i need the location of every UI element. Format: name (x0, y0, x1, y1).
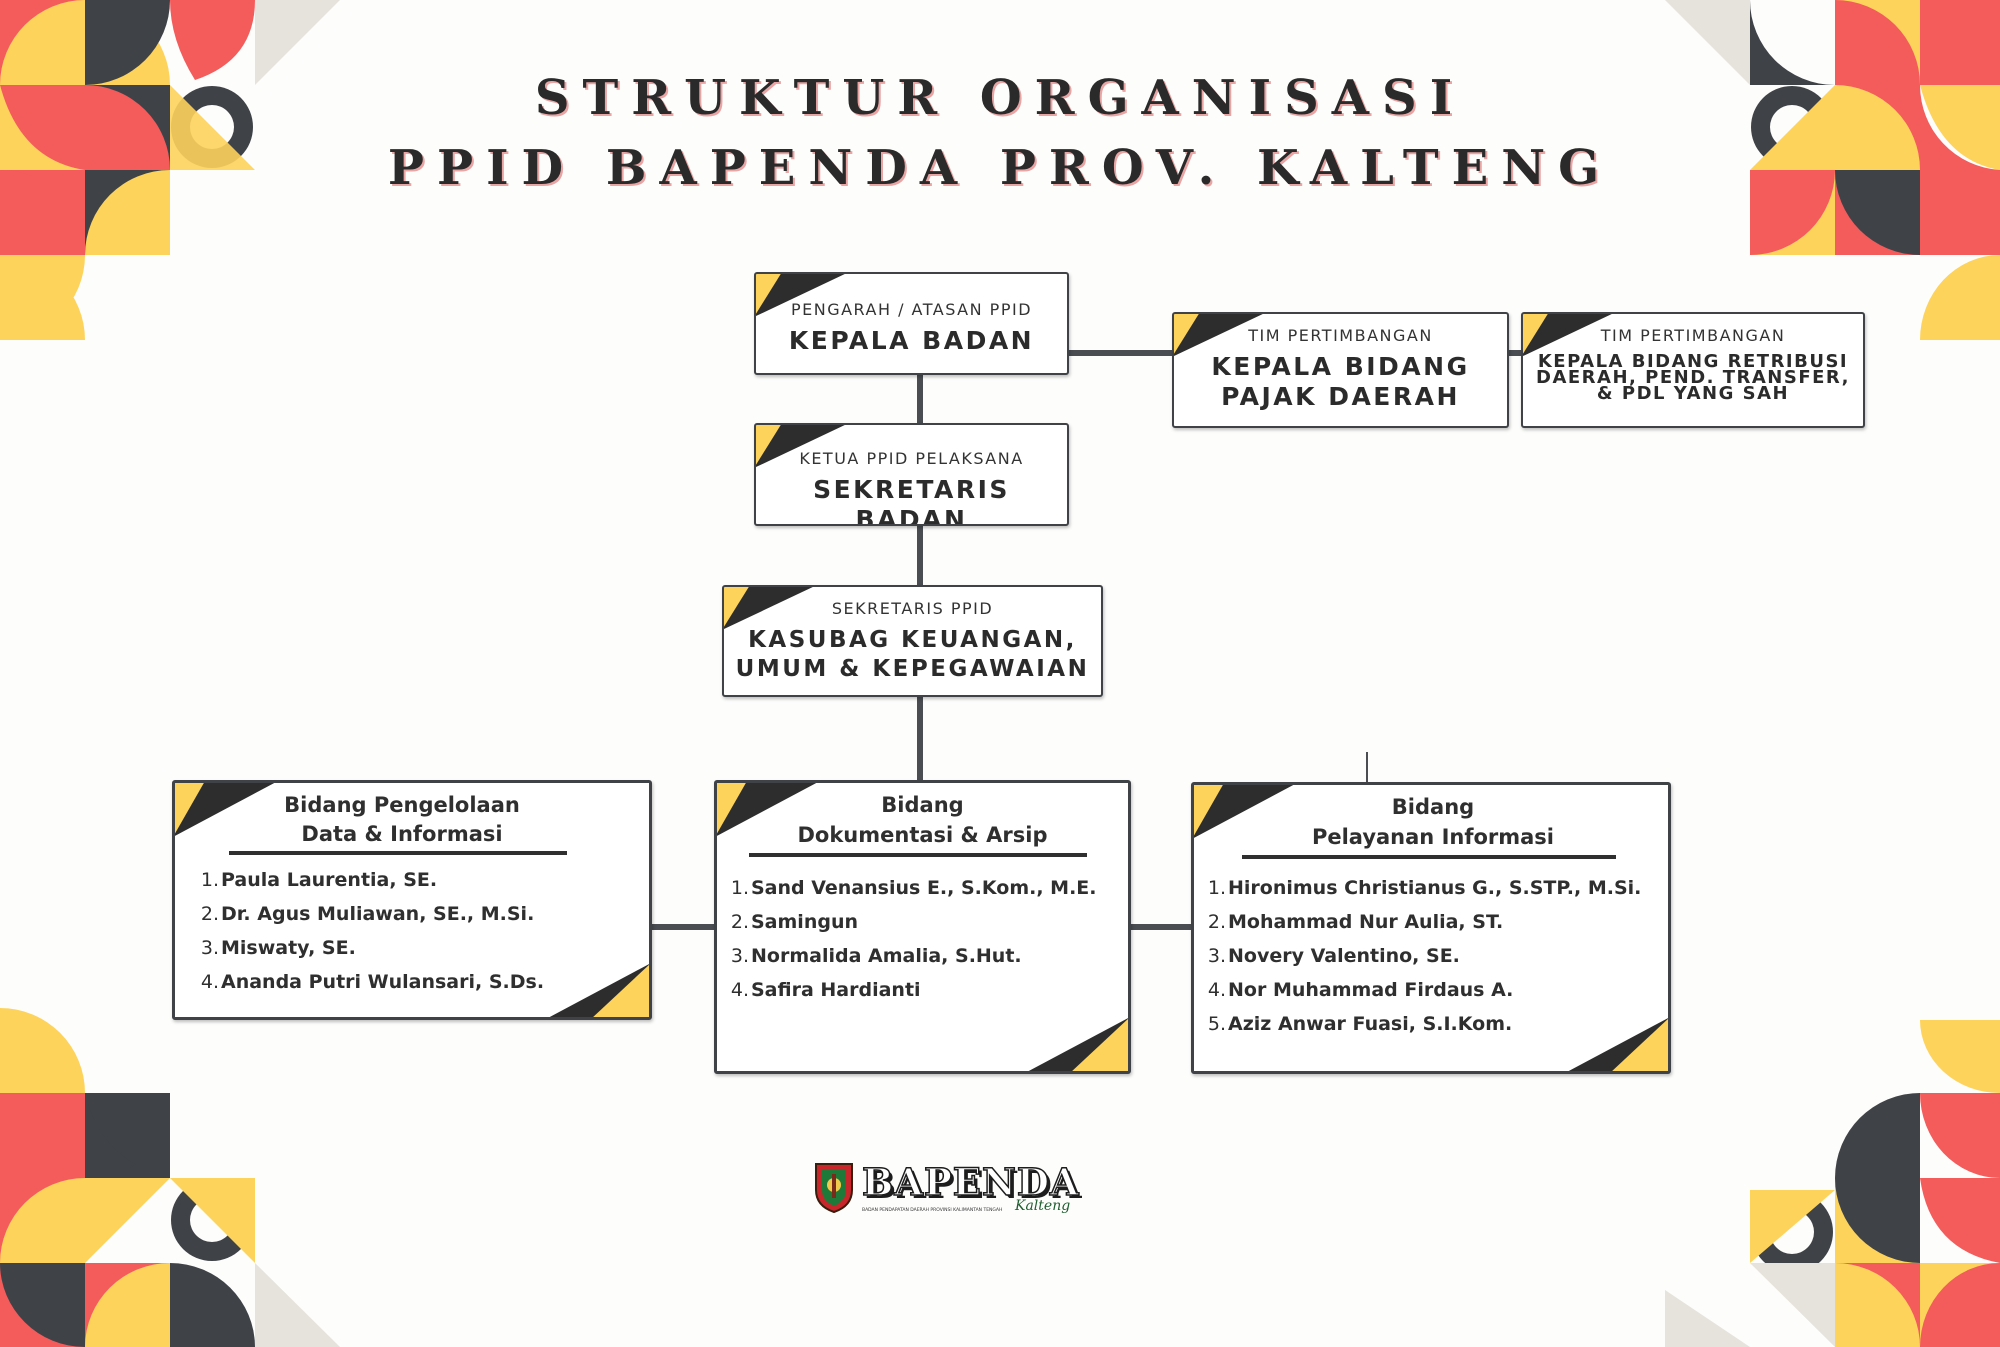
member-name: Ananda Putri Wulansari, S.Ds. (221, 971, 545, 993)
list-item: 5.Aziz Anwar Fuasi, S.I.Kom. (1207, 1013, 1513, 1035)
member-name: Paula Laurentia, SE. (221, 869, 438, 891)
kalteng-emblem-icon (815, 1163, 853, 1214)
corner-accent-icon (1194, 785, 1294, 838)
list-item: 1.Hironimus Christianus G., S.STP., M.Si… (1207, 877, 1642, 899)
node-title: SEKRETARIS BADAN (813, 475, 1010, 526)
node-title-line1: KEPALA BIDANG RETRIBUSI (1537, 351, 1849, 372)
list-item: 4.Safira Hardianti (730, 979, 921, 1001)
connector-kepala-pajak (1069, 350, 1173, 356)
node-kepala-bidang-retribusi: TIM PERTIMBANGAN KEPALA BIDANG RETRIBUSI… (1521, 312, 1865, 428)
node-title-line1: KASUBAG KEUANGAN, (748, 627, 1077, 653)
node-role-label: PENGARAH / ATASAN PPID (790, 300, 1033, 319)
division-heading-rule (1242, 855, 1616, 859)
division-heading-line2: Data & Informasi (301, 822, 503, 846)
list-item: 3.Novery Valentino, SE. (1207, 945, 1460, 967)
corner-accent-icon (1523, 314, 1612, 357)
mosaic-bottom-right (1665, 1020, 2000, 1347)
logo-script: Kalteng (1015, 1198, 1071, 1214)
node-title-line2: UMUM & KEPEGAWAIAN (735, 656, 1090, 682)
mosaic-top-left (0, 0, 340, 340)
node-role-label: KETUA PPID PELAKSANA (799, 449, 1024, 468)
node-role-label: TIM PERTIMBANGAN (1248, 326, 1433, 345)
node-role-label: SEKRETARIS PPID (831, 599, 994, 618)
list-item: 1.Sand Venansius E., S.Kom., M.E. (730, 877, 1097, 899)
node-title-line1: KEPALA BIDANG (1211, 352, 1470, 381)
member-name: Samingun (751, 911, 858, 933)
node-title-line2: DAERAH, PEND. TRANSFER, (1536, 367, 1850, 388)
member-name: Nor Muhammad Firdaus A. (1228, 979, 1514, 1001)
corner-accent-icon (756, 274, 845, 317)
corner-accent-icon (724, 587, 813, 630)
node-sekretaris-badan: KETUA PPID PELAKSANA SEKRETARIS BADAN (754, 423, 1069, 526)
division-heading-rule (749, 853, 1087, 857)
member-name: Mohammad Nur Aulia, ST. (1228, 911, 1504, 933)
division-heading-line1: Bidang Pengelolaan (284, 793, 520, 817)
corner-accent-icon (717, 783, 817, 836)
node-kasubag: SEKRETARIS PPID KASUBAG KEUANGAN, UMUM &… (722, 585, 1103, 697)
member-name: Aziz Anwar Fuasi, S.I.Kom. (1228, 1013, 1513, 1035)
node-kepala-badan: PENGARAH / ATASAN PPID KEPALA BADAN (754, 272, 1069, 375)
connector-kasubag-bidang (917, 694, 923, 782)
member-name: Safira Hardianti (751, 979, 921, 1001)
division-heading-line2: Pelayanan Informasi (1311, 825, 1555, 849)
division-heading-rule (229, 851, 567, 855)
node-kepala-bidang-pajak: TIM PERTIMBANGAN KEPALA BIDANG PAJAK DAE… (1172, 312, 1509, 428)
list-item: 4.Ananda Putri Wulansari, S.Ds. (200, 971, 545, 993)
list-item: 3.Normalida Amalia, S.Hut. (730, 945, 1022, 967)
corner-accent-icon (175, 783, 275, 836)
corner-accent-icon (1028, 1018, 1128, 1071)
corner-accent-icon (1174, 314, 1263, 357)
logo-wordmark: BAPENDA (861, 1159, 1080, 1205)
member-name: Normalida Amalia, S.Hut. (751, 945, 1022, 967)
list-item: 2.Mohammad Nur Aulia, ST. (1207, 911, 1504, 933)
logo-subtitle: BADAN PENDAPATAN DAERAH PROVINSI KALIMAN… (862, 1208, 1003, 1213)
node-role-label: TIM PERTIMBANGAN (1600, 326, 1786, 345)
bapenda-logo: BAPENDA Kalteng BADAN PENDAPATAN DAERAH … (810, 1158, 1079, 1218)
mosaic-bottom-left (0, 1008, 340, 1347)
member-name: Sand Venansius E., S.Kom., M.E. (751, 877, 1097, 899)
corner-accent-icon (756, 425, 845, 468)
list-item: 3.Miswaty, SE. (200, 937, 356, 959)
page-title-line1: STRUKTUR ORGANISASI (534, 70, 1466, 126)
list-item: 4.Nor Muhammad Firdaus A. (1207, 979, 1514, 1001)
member-name: Hironimus Christianus G., S.STP., M.Si. (1228, 877, 1642, 899)
division-pelayanan-informasi: Bidang Pelayanan Informasi 1.Hironimus C… (1191, 782, 1671, 1074)
division-heading-line1: Bidang (1391, 795, 1475, 819)
node-title: KEPALA BADAN (788, 326, 1035, 355)
mosaic-top-right (1665, 0, 2000, 340)
division-pengelolaan-data: Bidang Pengelolaan Data & Informasi 1.Pa… (172, 780, 652, 1020)
member-name: Dr. Agus Muliawan, SE., M.Si. (221, 903, 535, 925)
node-title-line3: & PDL YANG SAH (1596, 383, 1790, 404)
connector-sekretaris-kasubag (917, 524, 923, 586)
connector-stub (1366, 752, 1368, 782)
member-name: Miswaty, SE. (221, 937, 356, 959)
list-item: 1.Paula Laurentia, SE. (200, 869, 438, 891)
node-title-line2: PAJAK DAERAH (1221, 382, 1460, 411)
connector-bidang-left (647, 924, 715, 930)
corner-accent-icon (1568, 1018, 1668, 1071)
list-item: 2.Samingun (730, 911, 858, 933)
division-dokumentasi-arsip: Bidang Dokumentasi & Arsip 1.Sand Venans… (714, 780, 1131, 1074)
division-member-list: 1.Sand Venansius E., S.Kom., M.E. 2.Sami… (729, 871, 1097, 1007)
member-name: Novery Valentino, SE. (1228, 945, 1460, 967)
connector-bidang-right (1124, 924, 1192, 930)
division-member-list: 1.Hironimus Christianus G., S.STP., M.Si… (1206, 871, 1642, 1041)
division-heading-line2: Dokumentasi & Arsip (797, 823, 1048, 847)
list-item: 2.Dr. Agus Muliawan, SE., M.Si. (200, 903, 535, 925)
division-heading-line1: Bidang (881, 793, 964, 817)
connector-pajak-retribusi (1506, 350, 1522, 356)
page-title-line2: PPID BAPENDA PROV. KALTENG (387, 140, 1613, 196)
division-member-list: 1.Paula Laurentia, SE. 2.Dr. Agus Muliaw… (199, 863, 544, 999)
corner-accent-icon (549, 964, 649, 1017)
connector-kepala-sekretaris (917, 374, 923, 424)
